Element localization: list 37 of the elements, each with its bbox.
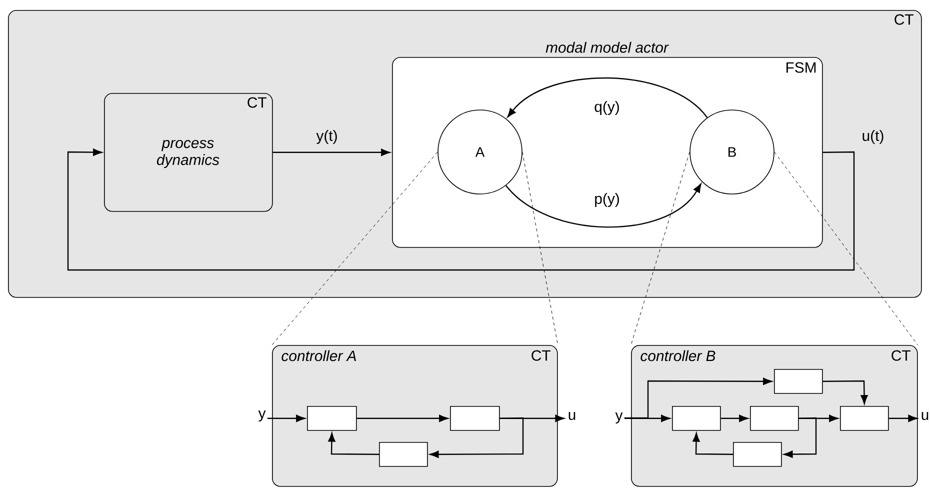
signal-label: y: [615, 412, 623, 424]
block-box: [774, 369, 823, 394]
dashed-line: [630, 152, 690, 346]
arrow: [624, 414, 670, 422]
arrow: [267, 414, 306, 422]
block-box: [307, 406, 357, 431]
block-box: [672, 406, 721, 431]
dashed-line: [522, 152, 558, 346]
arrow: [506, 184, 702, 228]
arrow: [272, 148, 390, 156]
block-box: [733, 442, 782, 467]
block-box: [840, 406, 889, 431]
arrow: [720, 414, 748, 422]
arrow: [356, 414, 448, 422]
edge-label: q(y): [592, 100, 622, 116]
arrow: [67, 148, 855, 271]
process-box: CT process dynamics: [104, 93, 273, 212]
node-label: modal model actor: [546, 42, 669, 53]
block-box: [379, 442, 428, 467]
arrow: [784, 417, 817, 458]
edge-label: u(t): [860, 128, 886, 146]
arrow: [328, 432, 380, 455]
arrow: [822, 380, 868, 404]
dashed-line: [272, 152, 438, 346]
arrow: [692, 432, 733, 455]
block-box: [450, 406, 500, 431]
signal-label: y: [258, 410, 266, 422]
block-box: [750, 406, 799, 431]
arrow: [624, 378, 772, 419]
signal-label: u: [568, 412, 576, 420]
arrow: [888, 414, 918, 422]
dashed-line: [774, 152, 918, 346]
arrow: [507, 77, 708, 118]
signal-label: u: [922, 412, 928, 420]
edge-label: y(t): [314, 128, 340, 146]
arrow: [430, 417, 524, 458]
edge-label: p(y): [592, 192, 622, 208]
